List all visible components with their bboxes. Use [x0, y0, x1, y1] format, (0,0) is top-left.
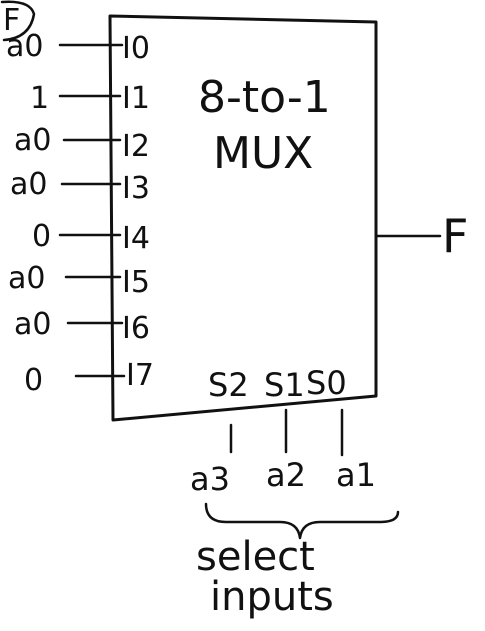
corner-mark-text: F — [3, 3, 20, 38]
input-row: 0 I7 — [24, 358, 154, 398]
select-signal: a2 — [266, 456, 306, 494]
input-value: 0 — [32, 219, 51, 254]
mux-subtitle: MUX — [213, 128, 313, 179]
input-pin: I4 — [122, 221, 150, 256]
input-row: a0 I6 — [14, 307, 150, 346]
mux-box — [108, 14, 378, 422]
select-inputs: S2 a3 S1 a2 S0 a1 — [190, 364, 376, 498]
input-row: a0 I3 — [10, 167, 150, 206]
input-value: a0 — [10, 167, 47, 202]
input-pin: I1 — [122, 81, 150, 116]
select-row: S1 a2 — [264, 366, 306, 494]
select-caption-line2: inputs — [210, 574, 334, 620]
input-value: a0 — [8, 261, 45, 296]
input-row: 1 I1 — [30, 81, 150, 116]
data-inputs: a0 I0 1 I1 a0 I2 a0 I3 0 I4 a0 — [6, 29, 154, 398]
select-row: S2 a3 — [190, 366, 249, 498]
select-row: S0 a1 — [306, 364, 376, 494]
input-value: a0 — [6, 29, 43, 64]
output-label: F — [442, 209, 468, 263]
input-pin: I2 — [122, 129, 150, 164]
input-row: 0 I4 — [32, 219, 150, 256]
input-value: a0 — [14, 123, 51, 158]
input-row: a0 I5 — [8, 261, 150, 300]
input-row: a0 I0 — [6, 29, 150, 66]
input-pin: I5 — [122, 265, 150, 300]
input-value: a0 — [14, 307, 51, 342]
corner-mark: F — [0, 0, 36, 42]
select-pin: S0 — [306, 364, 347, 402]
mux-title: 8-to-1 — [198, 72, 331, 123]
select-brace — [204, 502, 400, 540]
input-pin: I3 — [122, 171, 150, 206]
input-pin: I0 — [122, 31, 150, 66]
input-row: a0 I2 — [14, 123, 150, 164]
select-signal: a1 — [336, 456, 376, 494]
output: F — [374, 209, 468, 263]
input-pin: I6 — [122, 311, 150, 346]
select-pin: S2 — [208, 366, 249, 404]
input-value: 0 — [24, 363, 43, 398]
input-value: 1 — [30, 81, 49, 116]
select-pin: S1 — [264, 366, 305, 404]
select-signal: a3 — [190, 460, 230, 498]
select-caption-line1: select — [196, 534, 315, 580]
input-pin: I7 — [126, 358, 154, 393]
